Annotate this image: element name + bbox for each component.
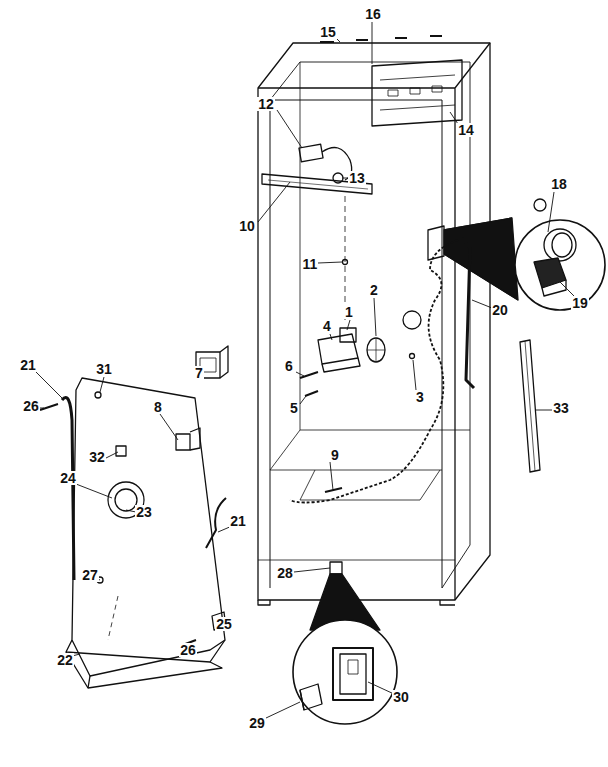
callout-number: 15 (319, 25, 337, 39)
callout-number: 27 (81, 568, 99, 582)
callout-number: 2 (369, 283, 379, 297)
callout-number: 13 (348, 171, 366, 185)
callout-number: 33 (552, 401, 570, 415)
callout-number: 25 (215, 617, 233, 631)
callout-number: 6 (284, 359, 294, 373)
callout-number: 14 (457, 123, 475, 137)
callout-number: 22 (56, 653, 74, 667)
callout-number: 1 (344, 305, 354, 319)
callout-number: 4 (322, 319, 332, 333)
callout-number: 12 (257, 97, 275, 111)
callout-number: 26 (22, 399, 40, 413)
callout-number: 18 (550, 177, 568, 191)
callout-number: 29 (248, 716, 266, 730)
callout-number: 8 (153, 400, 163, 414)
callout-number: 31 (95, 362, 113, 376)
callout-number: 26 (179, 643, 197, 657)
callout-number: 10 (238, 219, 256, 233)
callout-number: 30 (392, 690, 410, 704)
callout-number: 21 (19, 358, 37, 372)
callout-number: 20 (491, 303, 509, 317)
callout-number: 11 (302, 257, 319, 271)
callout-number: 9 (330, 448, 340, 462)
callout-number: 32 (88, 450, 106, 464)
callout-number: 19 (571, 296, 589, 310)
callout-number: 3 (415, 390, 425, 404)
callout-number: 7 (194, 366, 204, 380)
callout-number: 28 (276, 566, 294, 580)
callout-number: 23 (135, 505, 153, 519)
callout-number: 21 (229, 514, 247, 528)
callout-number: 16 (364, 7, 382, 21)
callout-number: 24 (59, 471, 77, 485)
callout-number: 5 (289, 401, 299, 415)
